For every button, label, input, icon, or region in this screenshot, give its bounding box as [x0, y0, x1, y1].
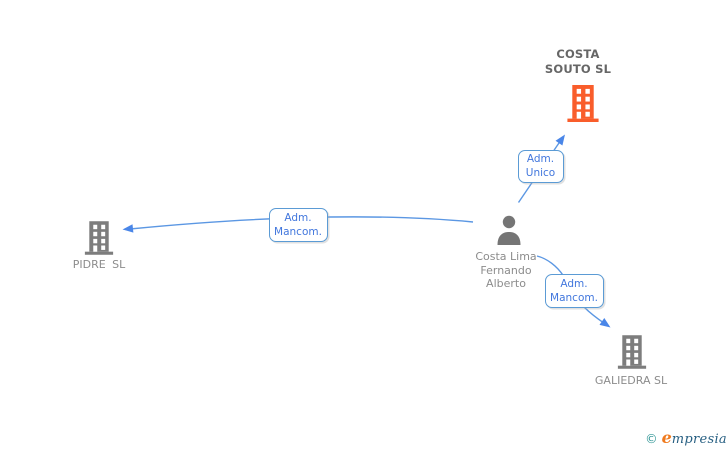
edge-label-adm-mancom-pidre[interactable]: Adm. Mancom.: [268, 207, 328, 242]
empresia-logo[interactable]: ©empresia: [645, 428, 727, 447]
copyright-icon: ©: [645, 431, 658, 446]
edge-label-line: Mancom.: [550, 292, 598, 304]
building-icon-costa-souto[interactable]: [566, 85, 600, 122]
edge-line-galiedra-out: [583, 306, 605, 325]
person-label-line: Alberto: [486, 277, 526, 290]
arrowhead-costa-souto: [555, 134, 565, 146]
company-label-line: SOUTO SL: [544, 62, 612, 76]
building-icon-galiedra[interactable]: [617, 333, 647, 371]
arrowhead-galiedra: [599, 318, 611, 328]
arrowhead-pidre: [122, 224, 134, 233]
building-icon-pidre[interactable]: [84, 219, 114, 257]
edge-label-line: Unico: [525, 167, 556, 179]
edge-label-line: Adm.: [560, 278, 588, 290]
company-label-galiedra: GALIEDRA SL: [594, 374, 668, 387]
edge-label-adm-unico[interactable]: Adm. Unico: [517, 149, 564, 183]
company-label-costa-souto: COSTA SOUTO SL: [503, 47, 653, 77]
company-label-line: COSTA: [556, 47, 600, 61]
edge-line-galiedra-in: [536, 255, 565, 277]
person-icon[interactable]: [496, 215, 522, 245]
edge-label-adm-mancom-galiedra[interactable]: Adm. Mancom.: [544, 274, 604, 308]
brand-name: mpresia: [671, 432, 727, 447]
person-label-line: Fernando: [480, 263, 532, 277]
edge-label-line: Mancom.: [274, 225, 322, 238]
person-label: Costa Lima Fernando Alberto: [456, 250, 556, 291]
company-label-pidre: PIDRE SL: [72, 258, 126, 271]
person-label-line: Costa Lima: [475, 250, 537, 263]
brand-initial: e: [661, 428, 672, 447]
edge-label-line: Adm.: [526, 153, 555, 165]
edge-label-line: Adm.: [284, 211, 312, 224]
